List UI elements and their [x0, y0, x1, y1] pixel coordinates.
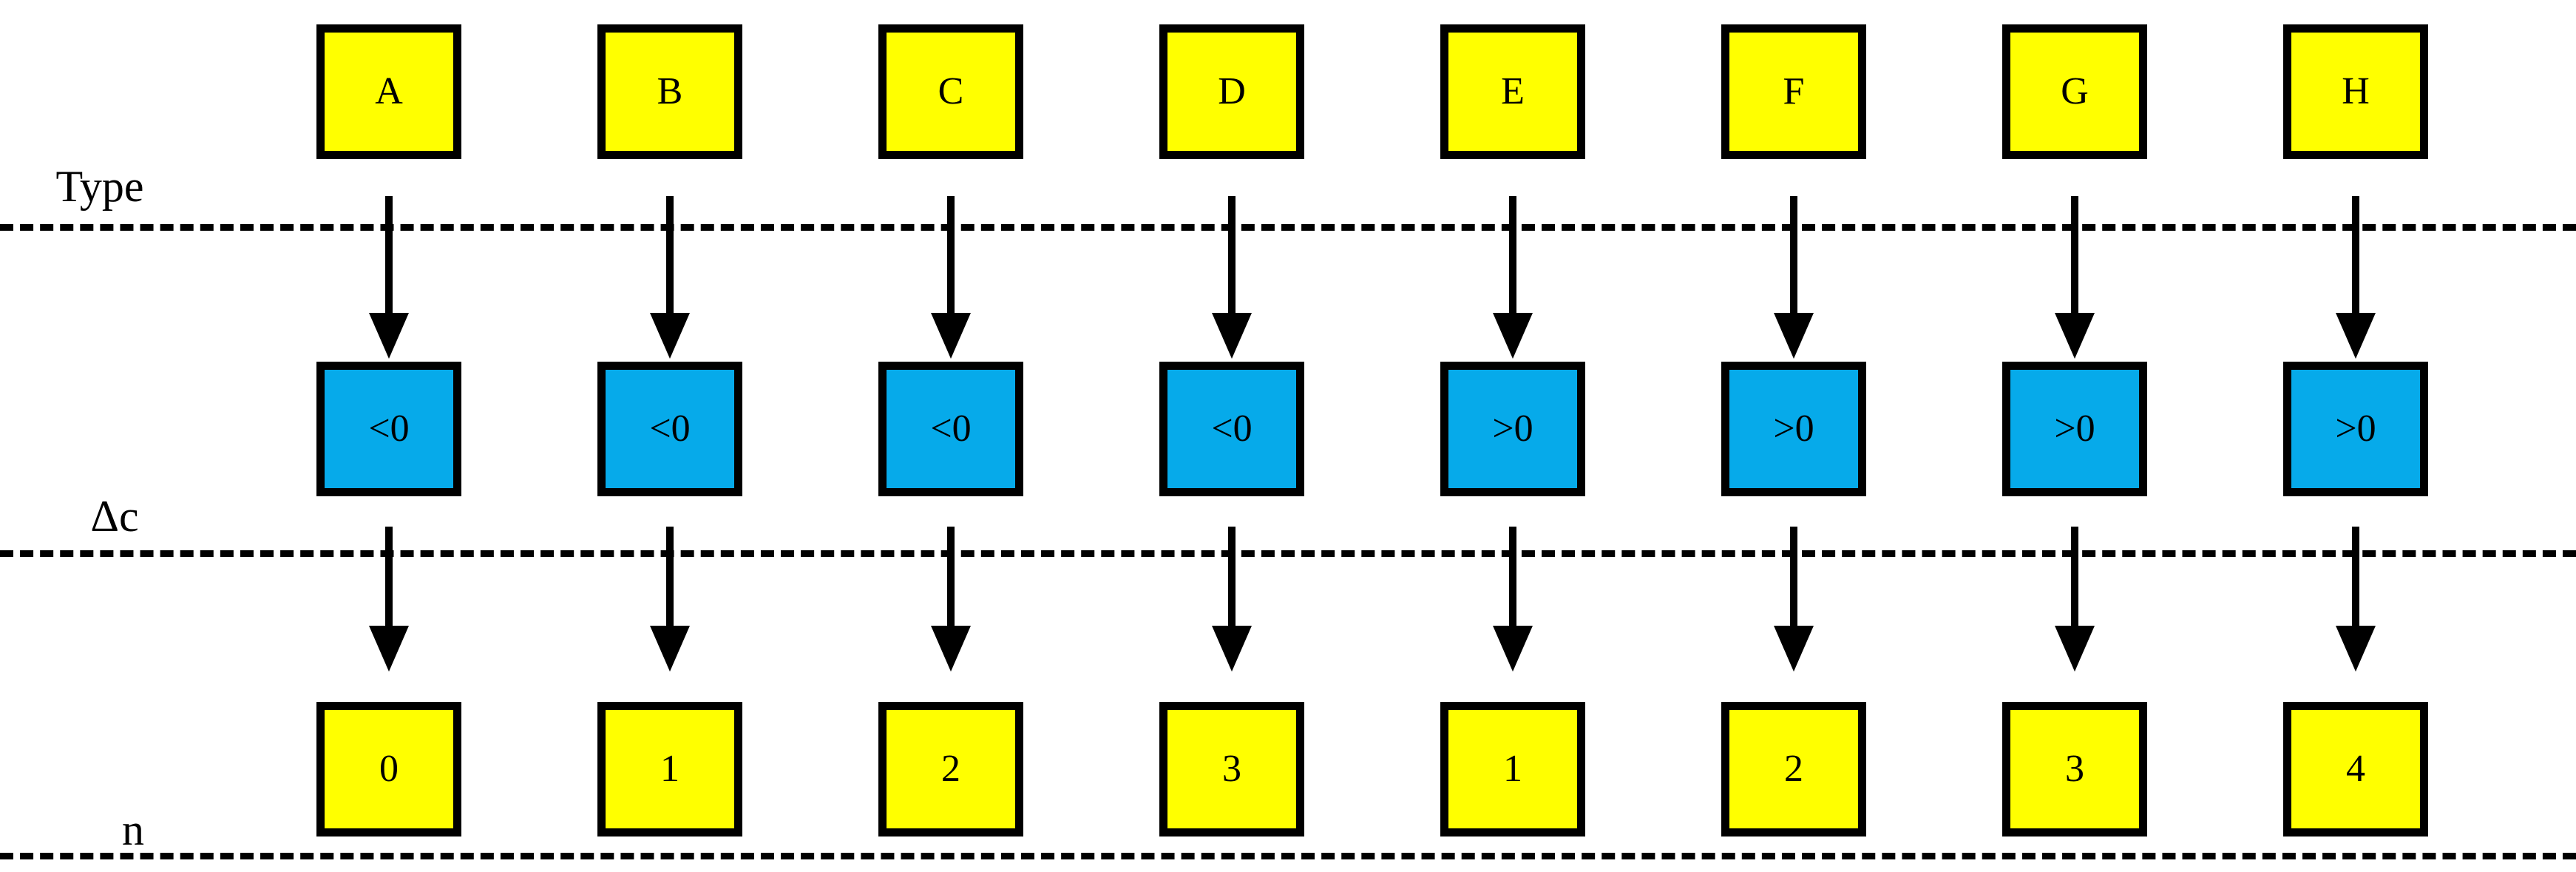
row-label-type: Type: [55, 162, 144, 211]
type-box[interactable]: F: [1721, 24, 1866, 159]
row-label-delta-c: Δc: [90, 492, 139, 541]
delta-c-box[interactable]: >0: [2283, 362, 2428, 496]
row-label-n: n: [122, 805, 144, 854]
delta-c-box[interactable]: <0: [597, 362, 742, 496]
separator-line-type: [0, 224, 2576, 231]
n-box-label: 0: [379, 748, 399, 790]
type-box-label: A: [375, 70, 403, 112]
n-box[interactable]: 2: [1721, 702, 1866, 836]
n-box-label: 3: [2065, 748, 2084, 790]
n-box[interactable]: 1: [597, 702, 742, 836]
n-box-label: 2: [941, 748, 960, 790]
separator-line-n: [0, 853, 2576, 859]
delta-c-box[interactable]: >0: [2002, 362, 2147, 496]
type-box[interactable]: D: [1159, 24, 1304, 159]
type-box-label: H: [2342, 70, 2370, 112]
type-box[interactable]: A: [316, 24, 461, 159]
type-box-label: C: [938, 70, 964, 112]
n-box[interactable]: 2: [878, 702, 1023, 836]
delta-c-box-label: <0: [930, 408, 972, 450]
delta-c-box[interactable]: <0: [316, 362, 461, 496]
type-box[interactable]: H: [2283, 24, 2428, 159]
delta-c-box-label: <0: [368, 408, 410, 450]
n-box-label: 3: [1222, 748, 1241, 790]
n-box-label: 1: [1503, 748, 1522, 790]
n-box-label: 4: [2346, 748, 2365, 790]
type-box[interactable]: B: [597, 24, 742, 159]
delta-c-box[interactable]: >0: [1440, 362, 1585, 496]
n-box-label: 1: [660, 748, 679, 790]
type-box-label: D: [1218, 70, 1246, 112]
type-box-label: E: [1501, 70, 1525, 112]
n-box[interactable]: 4: [2283, 702, 2428, 836]
delta-c-box-label: <0: [649, 408, 691, 450]
delta-c-box-label: <0: [1211, 408, 1253, 450]
delta-c-box[interactable]: <0: [1159, 362, 1304, 496]
delta-c-box-label: >0: [2054, 408, 2095, 450]
separator-line-delta-c: [0, 550, 2576, 557]
n-box-label: 2: [1784, 748, 1803, 790]
type-box[interactable]: C: [878, 24, 1023, 159]
type-box-label: F: [1783, 70, 1805, 112]
type-box[interactable]: E: [1440, 24, 1585, 159]
delta-c-box-label: >0: [1492, 408, 1533, 450]
n-box[interactable]: 1: [1440, 702, 1585, 836]
type-box[interactable]: G: [2002, 24, 2147, 159]
type-box-label: G: [2061, 70, 2089, 112]
delta-c-box[interactable]: >0: [1721, 362, 1866, 496]
delta-c-box-label: >0: [2335, 408, 2376, 450]
delta-c-box-label: >0: [1773, 408, 1814, 450]
n-box[interactable]: 3: [2002, 702, 2147, 836]
n-box[interactable]: 0: [316, 702, 461, 836]
type-box-label: B: [657, 70, 683, 112]
n-box[interactable]: 3: [1159, 702, 1304, 836]
delta-c-box[interactable]: <0: [878, 362, 1023, 496]
